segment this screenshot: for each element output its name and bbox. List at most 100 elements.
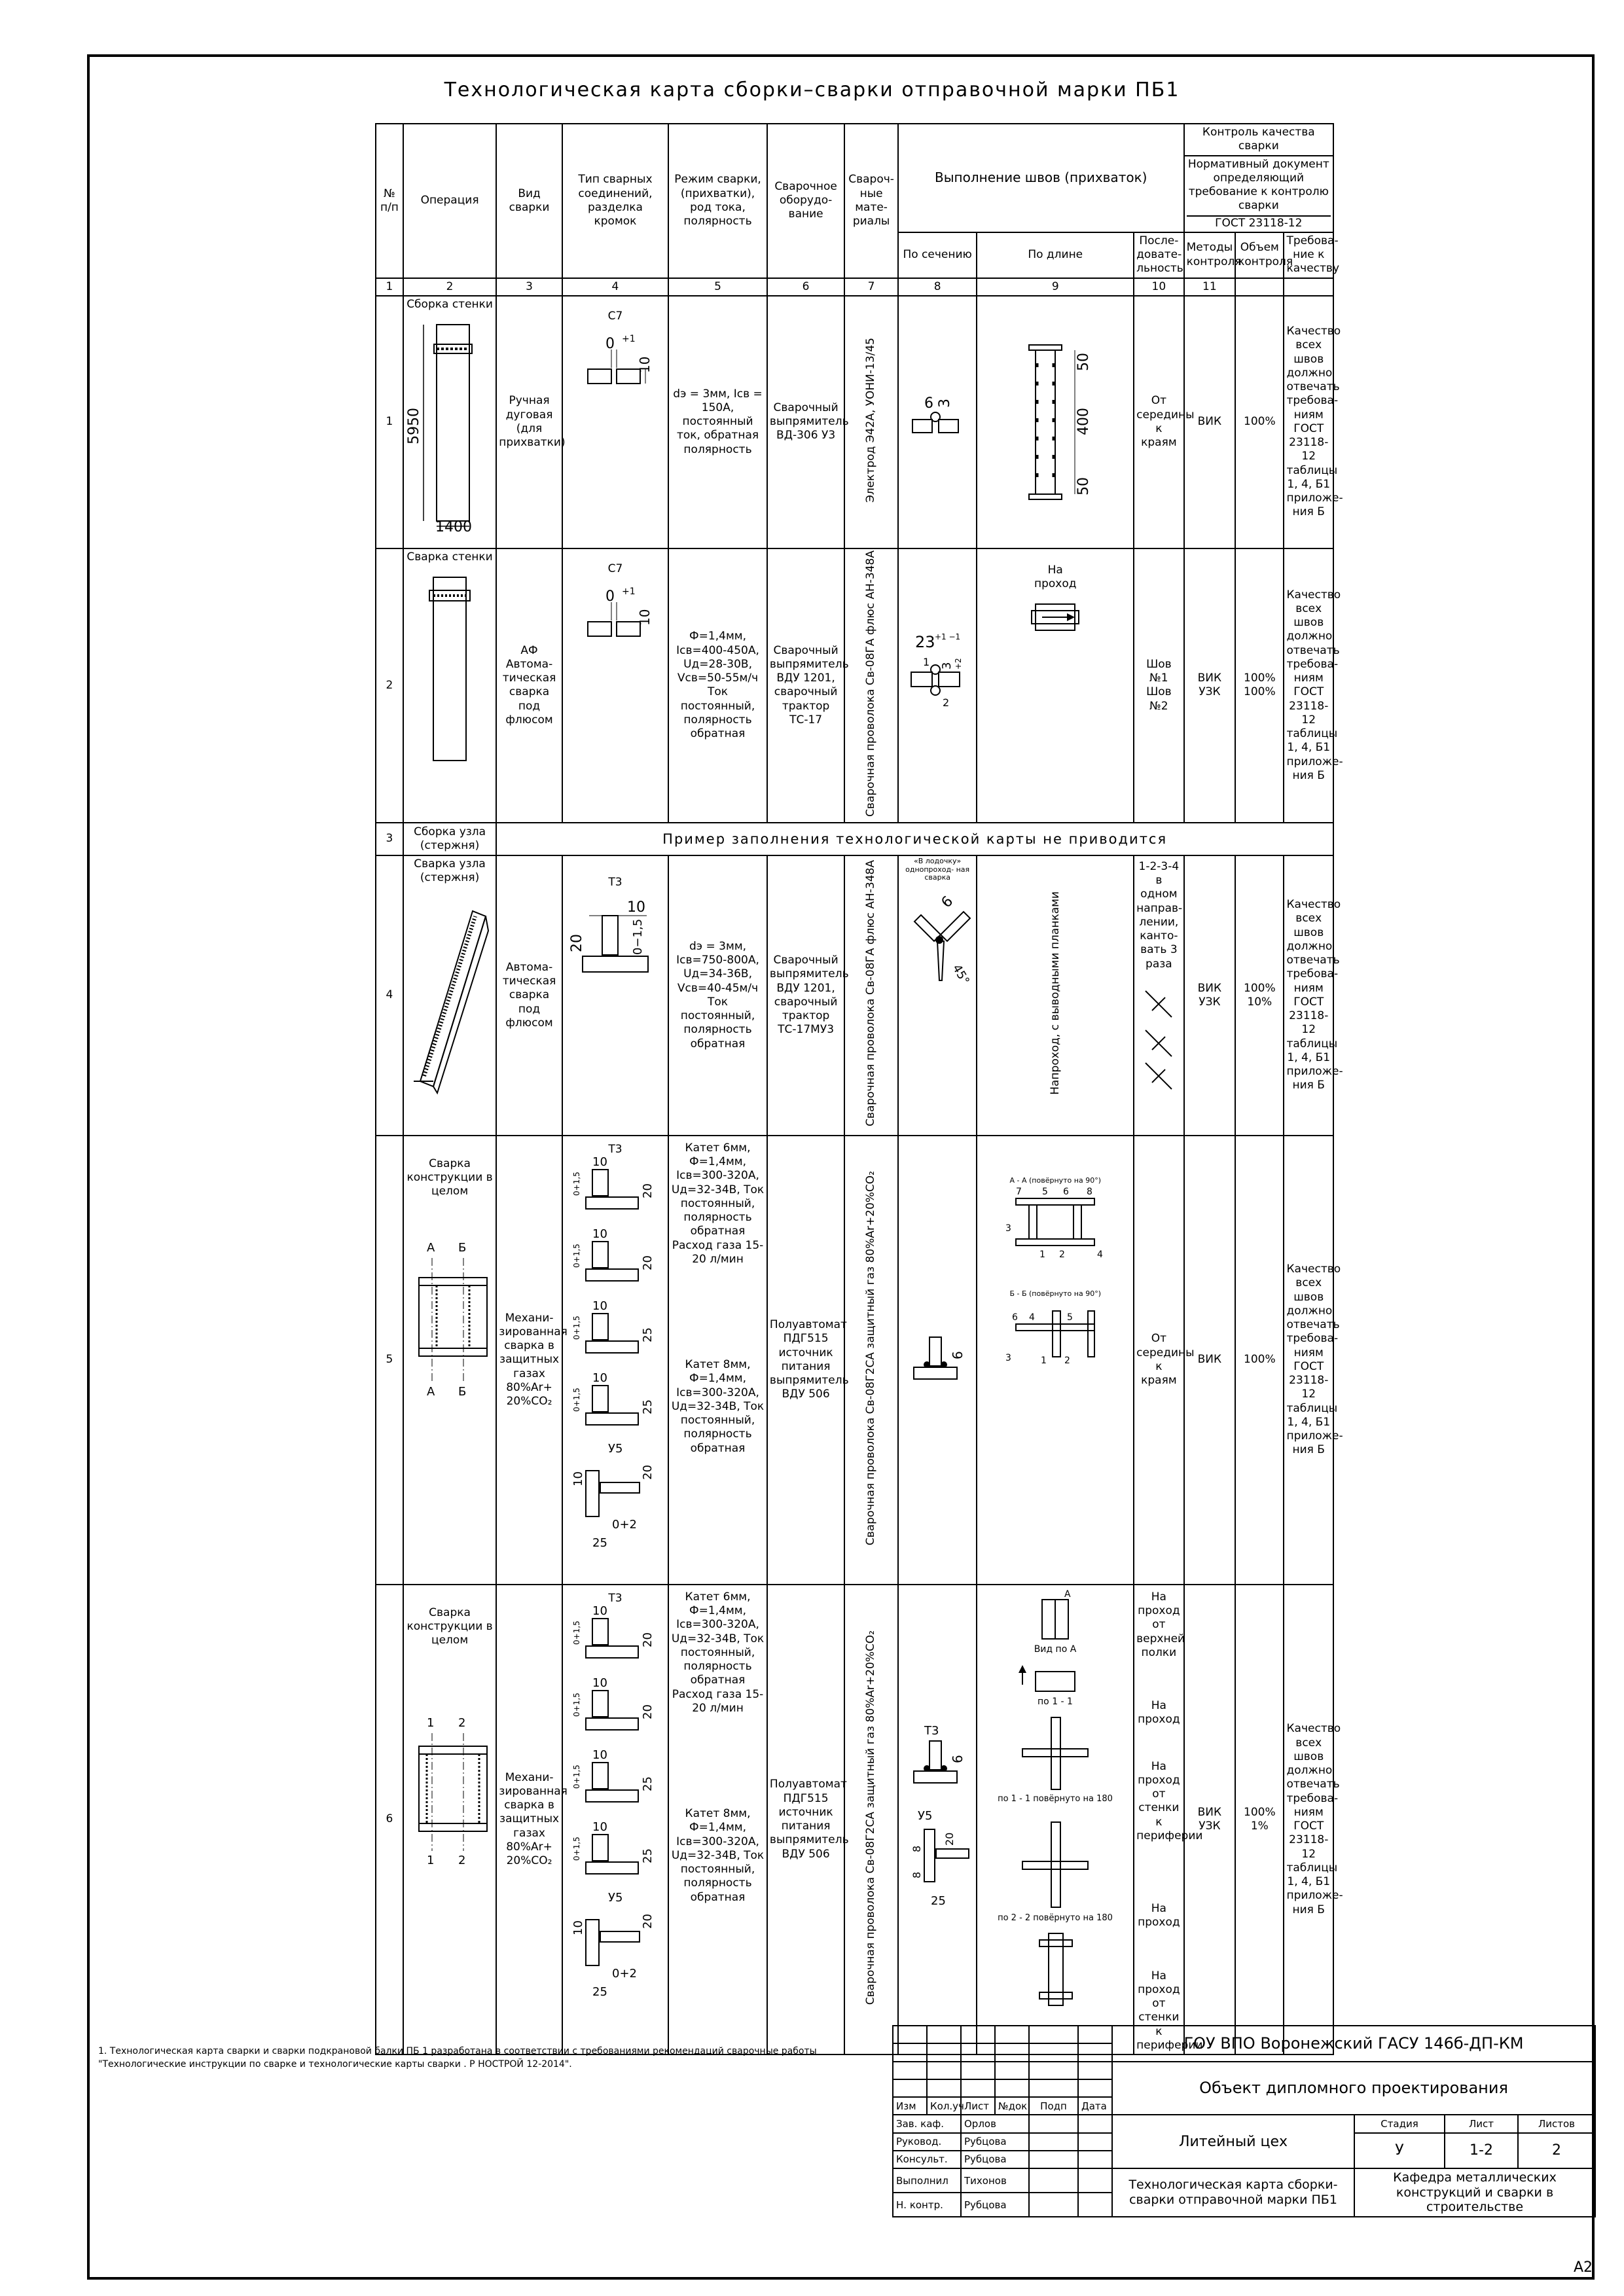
table-row: 4 Сварка узла (стержня) Автома- тическая… (375, 854, 1343, 1136)
col-number: 7 (844, 277, 899, 296)
operation-cell: Сварка конструкции в целом А Б А Б (402, 1134, 497, 1585)
page-title: Технологическая карта сборки–сварки отпр… (444, 79, 1180, 101)
equipment: Сварочный выпрямитель ВДУ 1201, сварочны… (766, 854, 849, 1136)
stamp-name: Орлов (960, 2114, 1030, 2134)
stamp-sheets-head: Листов (1517, 2114, 1597, 2134)
joint-dim: 10 (592, 1155, 607, 1169)
joint-dim: 20 (641, 1465, 655, 1480)
volume: 100% 10% (1235, 854, 1285, 1136)
hdr-norm-doc: Нормативный документ определяющий требов… (1183, 154, 1335, 233)
joint-dim-b: 20 (569, 934, 585, 952)
stamp-object: Объект дипломного проектирования (1111, 2060, 1597, 2116)
beam-weld-sketch: 1 2 1 2 (418, 1716, 488, 1867)
operation-label: Сборка стенки (406, 297, 493, 311)
gap-tol: +1 (622, 586, 636, 597)
weld-type: Автома- тическая сварка под флюсом (496, 854, 563, 1136)
view-num: 3 (1005, 1353, 1011, 1363)
joint-dim: 20 (641, 1255, 655, 1270)
stamp-role: Руковод. (892, 2132, 962, 2151)
height-dim: 5950 (406, 408, 422, 444)
joint-dim: 10 (571, 1471, 585, 1486)
section-cell: Т3 6 У5 8 20 8 25 (897, 1583, 978, 2056)
view-num: 3 (1005, 1223, 1011, 1234)
view-num: 6 (1063, 1187, 1069, 1197)
row-num: 5 (375, 1134, 404, 1585)
hdr-requirements: Требова- ние к качеству (1283, 231, 1339, 279)
view-num: 2 (1059, 1249, 1065, 1260)
joint-dim: 10 (592, 1371, 607, 1385)
section-mark-a: А (427, 1385, 435, 1399)
table-row: 6 Сварка конструкции в целом 1 2 1 2 Мех… (375, 1583, 1343, 2056)
equipment: Полуавтомат ПДГ515 источник питания выпр… (766, 1583, 849, 2056)
length-dim-b: 400 (1075, 408, 1092, 435)
weld-type: Ручная дуговая (для прихватки) (496, 295, 566, 549)
joint-tol: 0+1,5 (572, 1765, 581, 1789)
operation-label: Сборка узла (стержня) (402, 821, 497, 856)
materials-text: Сварочная проволока Св-08ГА флюс АН-348А (864, 860, 878, 1127)
hdr-num: № п/п (375, 123, 404, 279)
joint-sketch-4: 10 25 0+1,5 (572, 1820, 655, 1875)
section-text: «В лодочку» однопроход- ная сварка (905, 856, 970, 882)
equipment: Полуавтомат ПДГ515 источник питания выпр… (766, 1134, 849, 1585)
gap-tol: +1 (622, 334, 636, 344)
stamp-org: Кафедра металлических конструкций и свар… (1353, 2168, 1597, 2217)
col-number: 11 (1183, 277, 1236, 296)
joint-dim: 10 (592, 1748, 607, 1762)
stamp-col-head: Подп (1028, 2096, 1079, 2116)
joint-tol: 0+1,5 (572, 1172, 581, 1196)
requirements: Качество всех швов должно отвечать требо… (1283, 854, 1343, 1136)
materials: Сварочная проволока Св-08ГА флюс АН-348А (844, 854, 899, 1136)
weld-type: Механи- зированная сварка в защитных газ… (496, 1583, 568, 2056)
stamp-building: Литейный цех (1111, 2114, 1355, 2170)
stamp-col-head: Изм (892, 2096, 928, 2116)
operation-label: Сварка узла (стержня) (414, 857, 486, 885)
stamp-name: Тихонов (960, 2168, 1030, 2194)
methods: ВИК УЗК (1183, 854, 1236, 1136)
view-label: по 1 - 1 повёрнуто на 180 (998, 1794, 1113, 1804)
joint-sketch-3: 10 25 0+1,5 (572, 1299, 655, 1354)
section-label-u5: У5 (918, 1809, 932, 1823)
view-label: по 2 - 2 повёрнуто на 180 (998, 1913, 1113, 1923)
joint-sketch-1: 10 20 0+1,5 (572, 1604, 655, 1659)
joint-label-2: У5 (608, 1891, 623, 1905)
volume: 100% 100% (1235, 547, 1285, 823)
view-label: А (1064, 1589, 1071, 1600)
stamp-col-head: Кол.уч (926, 2096, 964, 2116)
joint-dim: 10 (592, 1820, 607, 1834)
length-text: Напроход, с выводными планками (1048, 891, 1062, 1096)
equipment: Сварочный выпрямитель ВД-306 У3 (766, 295, 849, 549)
hdr-mode: Режим сварки, (прихватки), род тока, пол… (668, 123, 768, 279)
stamp-name: Рубцова (960, 2192, 1030, 2217)
section-dim-a: 6 (950, 1351, 965, 1359)
view-a-sketch: 7 5 6 8 3 1 2 4 (1005, 1187, 1103, 1260)
operation-cell: Сборка стенки 5950 1400 (402, 295, 497, 549)
operation-cell: Сварка стенки (402, 547, 497, 823)
joint-dim: 10 (592, 1299, 607, 1313)
joint-tol: 0+1,5 (572, 1316, 581, 1340)
stamp-sheet-head: Лист (1444, 2114, 1519, 2134)
joint-sketch-3: 10 25 0+1,5 (572, 1748, 655, 1803)
weld-n2: 2 (943, 696, 949, 709)
stamp-drawing: Технологическая карта сборки-сварки отпр… (1111, 2168, 1355, 2217)
hdr-methods: Методы контроля (1183, 231, 1242, 279)
tack-layout-sketch: 50 400 50 (1028, 344, 1092, 500)
operation-label: Сварка конструкции в целом (406, 1605, 493, 1647)
thick-dim: 10 (637, 609, 653, 626)
merged-note: Пример заполнения технологической карты … (496, 821, 1334, 856)
footnote: 1. Технологическая карта сварки и сварки… (98, 2046, 817, 2070)
joint-label: С7 (607, 309, 623, 323)
joint-dim: 10 (592, 1227, 607, 1241)
mode-cell: Катет 6мм, Ф=1,4мм, Iсв=300-320А, Uд=32-… (668, 1583, 768, 2056)
title-block-table: ГОУ ВПО Воронежский ГАСУ 146б-ДП-КМ Объе… (892, 2024, 1597, 2217)
section-dim-b: 3 (937, 399, 953, 408)
view-num: 4 (1029, 1312, 1035, 1323)
joint-sketch-2: 10 20 0+1,5 (572, 1227, 655, 1282)
section-tol: +1 −1 (935, 632, 960, 641)
mode-1: Катет 6мм, Ф=1,4мм, Iсв=300-320А, Uд=32-… (671, 1141, 765, 1266)
title-block: ГОУ ВПО Воронежский ГАСУ 146б-ДП-КМ Объе… (892, 2024, 1597, 2217)
section-dim-a: 6 (950, 1755, 965, 1763)
section-dim-c: 20 (943, 1833, 956, 1846)
stamp-sheet: 1-2 (1444, 2132, 1519, 2170)
row-num: 1 (375, 295, 404, 549)
thick-dim: 10 (637, 357, 653, 373)
